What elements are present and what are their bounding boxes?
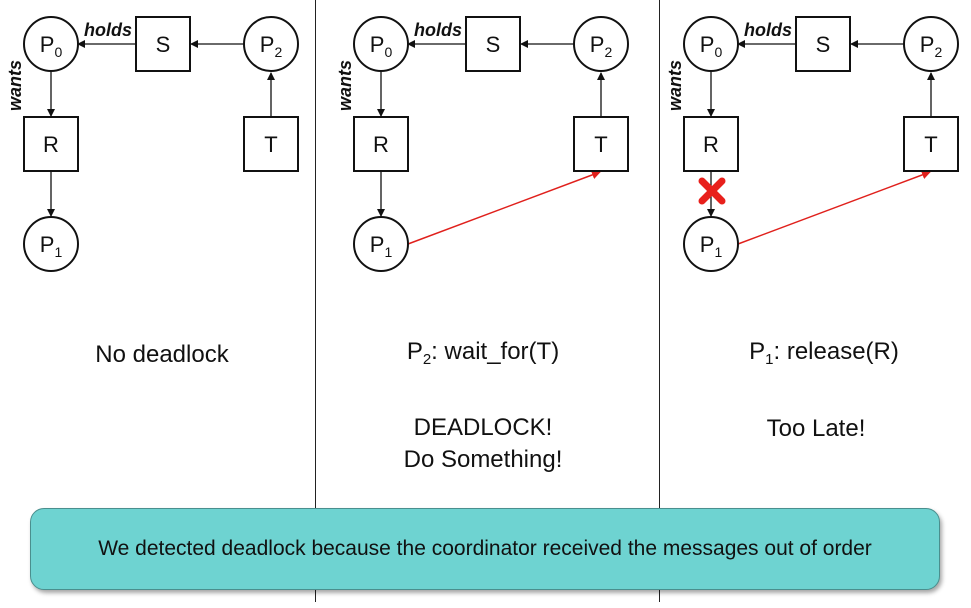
deadlock-note-line-1: DEADLOCK! [413,414,553,441]
resource-node-r [683,116,739,172]
resource-node-r [353,116,409,172]
resource-node-t [573,116,629,172]
process-label-p0: P0 [370,32,393,60]
caption-process-name: P [749,338,766,365]
wait-edge-p1-to-t [407,170,601,245]
caption-action: : wait_for(T) [431,338,560,365]
panel-2-caption: P2: wait_for(T) [333,336,633,368]
process-node-p0 [23,16,79,72]
process-node-p2 [243,16,299,72]
holds-label: holds [414,20,462,40]
too-late-note: Too Late! [766,415,866,442]
process-node-p2 [903,16,959,72]
process-label-p0: P0 [700,32,723,60]
release-x-mark-icon [698,177,726,205]
deadlock-note-line-2: Do Something! [403,446,563,473]
process-node-p1 [683,216,739,272]
process-label-p1: P1 [370,232,393,260]
panel-3-graph: P0 S P2 R T P1 holds wants [665,16,959,272]
resource-node-t [903,116,959,172]
resource-node-t [243,116,299,172]
resource-label-s: S [486,32,501,57]
panel-divider-1 [315,0,316,602]
resource-label-s: S [156,32,171,57]
panel-1-caption-text: No deadlock [95,341,229,368]
resource-label-r: R [373,132,389,157]
caption-process-subscript: 1 [765,351,774,368]
panel-1-caption: No deadlock [12,339,312,371]
holds-label: holds [744,20,792,40]
resource-node-s [795,16,851,72]
panel-divider-2 [659,0,660,602]
panel-2-graph: P0 S P2 R T P1 holds wants [335,16,629,272]
holds-label: holds [84,20,132,40]
wants-label: wants [665,60,685,111]
resource-label-t: T [924,132,937,157]
process-label-p0: P0 [40,32,63,60]
panel-3-note: Too Late! [666,413,966,445]
wants-label: wants [5,60,25,111]
resource-label-s: S [816,32,831,57]
caption-action: : release(R) [773,338,899,365]
process-label-p2: P2 [590,32,613,60]
summary-banner-text: We detected deadlock because the coordin… [98,537,872,560]
summary-banner: We detected deadlock because the coordin… [30,508,940,590]
process-node-p0 [353,16,409,72]
resource-node-s [465,16,521,72]
resource-label-r: R [43,132,59,157]
process-label-p1: P1 [40,232,63,260]
resource-label-r: R [703,132,719,157]
caption-process-name: P [406,338,423,365]
process-label-p2: P2 [260,32,283,60]
caption-process-subscript: 2 [422,351,432,368]
panel-2-note: DEADLOCK! Do Something! [333,412,633,476]
panel-3-caption: P1: release(R) [674,336,971,368]
process-node-p1 [23,216,79,272]
resource-label-t: T [594,132,607,157]
wants-label: wants [335,60,355,111]
process-node-p2 [573,16,629,72]
wait-edge-p1-to-t [737,170,931,245]
resource-node-s [135,16,191,72]
resource-label-t: T [264,132,277,157]
resource-node-r [23,116,79,172]
process-label-p2: P2 [920,32,943,60]
process-node-p0 [683,16,739,72]
panel-1-graph: P0 S P2 R T P1 holds wants [5,16,299,272]
process-label-p1: P1 [700,232,723,260]
process-node-p1 [353,216,409,272]
